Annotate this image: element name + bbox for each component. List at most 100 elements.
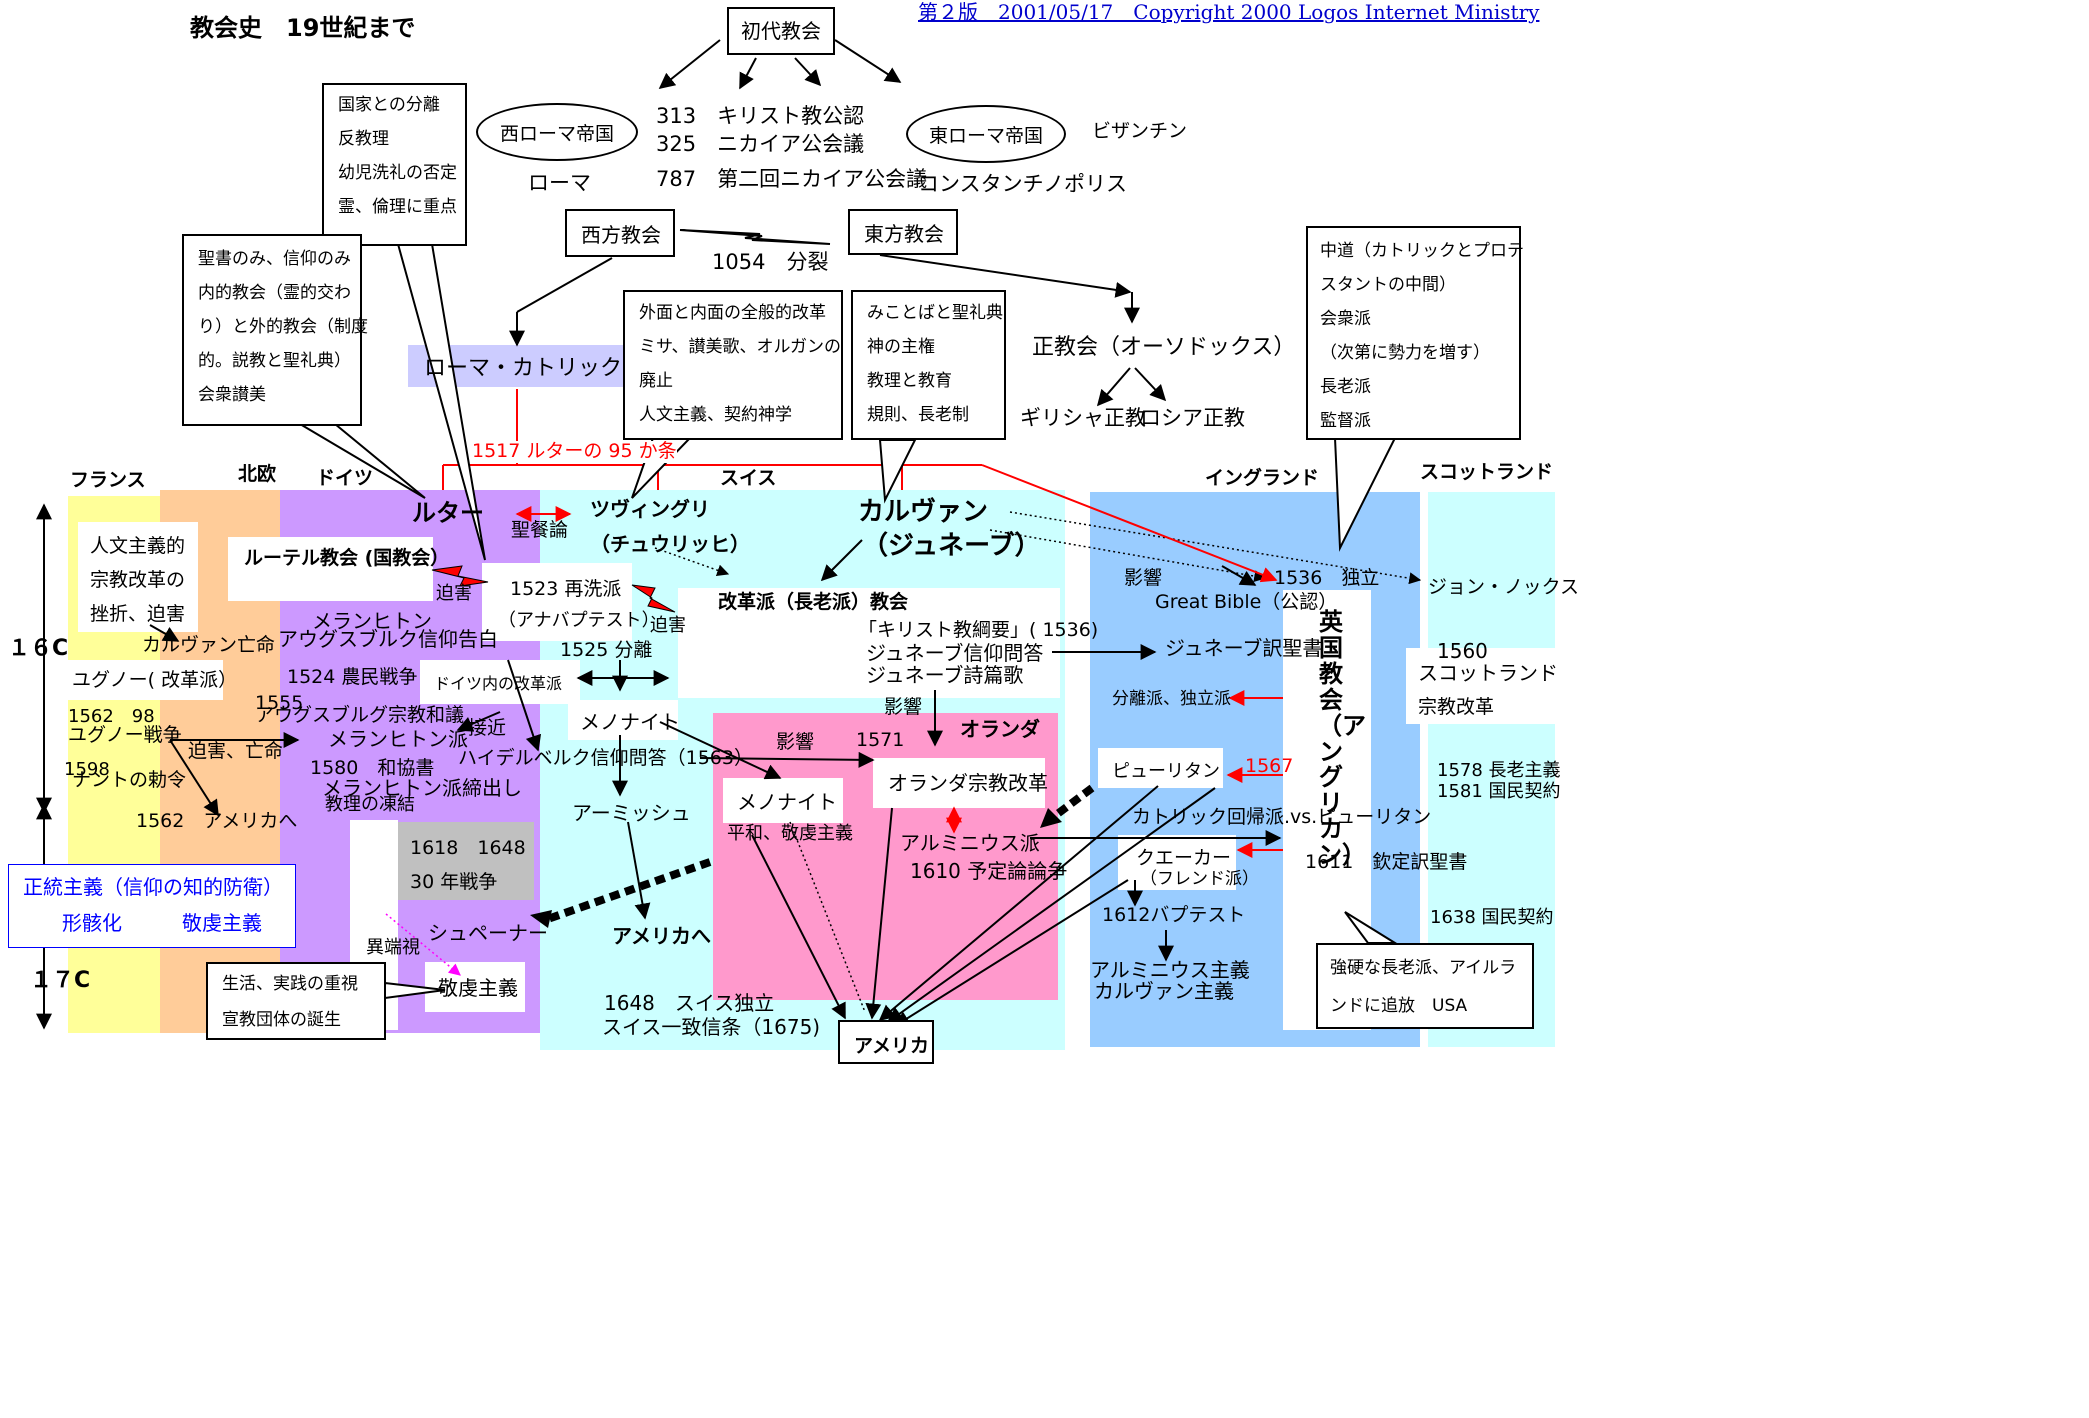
orthodox-label: 正教会（オーソドックス） [1032, 335, 1296, 360]
white-panel-puritan [1098, 748, 1223, 788]
white-panel-scotland [1406, 648, 1556, 724]
peace-piety-label: 平和、敬虔主義 [727, 823, 853, 844]
america-box: アメリカ [838, 1020, 934, 1064]
pietism-note: 宣教団体の誕生 [222, 1010, 341, 1030]
west-rome-label: 西ローマ帝国 [499, 122, 614, 145]
region-netherlands: オランダ [960, 717, 1040, 741]
east-rome-label: 東ローマ帝国 [928, 124, 1043, 147]
geneva-label: （ジュネーブ） [862, 531, 1041, 561]
reformed-church-label: 改革派（長老派）教会 [718, 591, 909, 613]
anglican-notes-callout: 中道（カトリックとプロテ スタントの中間） 会衆派 （次第に勢力を増す） 長老派… [1306, 226, 1524, 440]
pietism-notes-callout: 生活、実践の重視 宣教団体の誕生 [206, 962, 386, 1040]
anabaptist-label-1: 1523 再洗派 [510, 578, 622, 600]
anabaptist-notes-callout: 国家との分離 反教理 幼児洗礼の否定 霊、倫理に重点 [322, 83, 467, 246]
calvin-exile-label: カルヴァン亡命 [142, 634, 276, 656]
puritan-label: ピューリタン [1112, 761, 1220, 782]
version-link[interactable]: 第２版 2001/05/17 Copyright 2000 Logos Inte… [918, 0, 1540, 24]
white-panel-mennonite-nl [723, 778, 843, 823]
event-325: 325 ニカイア公会議 [656, 132, 865, 156]
quaker-label-2: （フレンド派） [1140, 869, 1259, 889]
arminian-label: アルミニウス派 [900, 831, 1040, 855]
white-panel-huguenot [68, 660, 223, 700]
heidelberg-label: ハイデルベルク信仰問答（1563） [458, 747, 753, 769]
influence-label-1571: 影響 [776, 731, 815, 753]
calvinism-label: カルヴァン主義 [1094, 979, 1234, 1003]
spener-label: シュペーナー [428, 921, 548, 945]
huguenot-war-label-1: 1562 98 [68, 706, 155, 727]
white-panel-german-reformed [420, 660, 580, 704]
humanism-label-1: 人文主義的 [90, 535, 186, 557]
scotland-reform-label-2: 宗教改革 [1418, 696, 1495, 718]
zwingli-note: 外面と内面の全般的改革 [639, 303, 826, 323]
luther-note: り）と外的教会（制度 [198, 317, 368, 337]
west-rome-ellipse: 西ローマ帝国 [476, 103, 638, 161]
melanchthon-label: メランヒトン [312, 609, 432, 633]
anabaptist-note: 反教理 [338, 129, 389, 149]
thirty-years-war-label-1: 1618 1648 [410, 837, 526, 859]
swiss-independence-label: 1648 スイス独立 [604, 991, 775, 1015]
thirty-years-war-box [398, 822, 534, 900]
quaker-label-1: クエーカー [1136, 847, 1232, 869]
concord-label-2: メランヒトン派締出し [322, 776, 522, 800]
year-1571-label: 1571 [856, 729, 905, 751]
concord-label-1: 1580 和協書 [310, 757, 435, 779]
to-america-1562-label: 1562 アメリカへ [136, 810, 298, 832]
john-knox-label: ジョン・ノックス [1428, 576, 1580, 598]
lutheran-church-label: ルーテル教会 (国教会） [244, 547, 450, 569]
luther-note: 会衆讃美 [198, 385, 266, 405]
concord-label-3: 教理の凍結 [325, 794, 415, 815]
to-america-label: アメリカへ [612, 924, 711, 948]
byzantine-label: ビザンチン [1092, 120, 1188, 142]
west-church-label: 西方教会 [581, 223, 661, 247]
schism-label: 1054 分裂 [712, 250, 829, 274]
dutch-reform-label: オランダ宗教改革 [888, 771, 1048, 795]
augsburg-confession-label: アウグスブルク信仰告白 [278, 627, 498, 651]
calvin-note: 教理と教育 [867, 371, 952, 391]
zwingli-note: ミサ、讃美歌、オルガンの [639, 337, 841, 357]
huguenot-label: ユグノー( 改革派） [72, 669, 238, 691]
early-church-box: 初代教会 [727, 7, 835, 55]
baptist-label: 1612バプテスト [1102, 904, 1246, 926]
mennonite-nl-label: メノナイト [737, 790, 837, 814]
east-rome-ellipse: 東ローマ帝国 [906, 105, 1066, 163]
white-panel-dutch-reform [873, 758, 1045, 808]
anglican-note: スタントの中間） [1320, 275, 1456, 295]
augsburg-peace-label: アウグスブルグ宗教和議 [255, 704, 465, 726]
east-church-label: 東方教会 [864, 222, 944, 246]
catholic-label: ローマ・カトリック [424, 356, 623, 381]
zwingli-city: （チュウリッヒ） [590, 532, 750, 556]
year-1567-label: 1567 [1245, 755, 1294, 777]
swiss-confession-label: スイス一致信条（1675) [602, 1015, 821, 1039]
humanism-label-2: 宗教改革の [90, 569, 186, 591]
mennonite-label: メノナイト [580, 710, 680, 734]
persecution-label-1: 迫害 [436, 583, 472, 604]
scotland-note: ンドに追放 USA [1330, 996, 1468, 1016]
approach-label: 接近 [468, 717, 507, 739]
rome-label: ローマ [528, 171, 591, 195]
event-787: 787 第二回ニカイア公会議 [656, 167, 928, 191]
early-church-label: 初代教会 [741, 19, 821, 43]
lords-supper-label: 聖餐論 [511, 519, 569, 541]
scotland-notes-callout: 強硬な長老派、アイルラ ンドに追放 USA [1316, 943, 1534, 1029]
humanism-label-3: 挫折、迫害 [90, 603, 186, 625]
influence-label-en: 影響 [1124, 567, 1163, 589]
pietism-label: 敬虔主義 [438, 976, 518, 1000]
anglican-note: （次第に勢力を増す） [1320, 343, 1490, 363]
scotland-1560-label: 1560 [1437, 639, 1488, 663]
huguenot-war-label-2: ユグノー戦争 [68, 724, 182, 746]
white-panel-pietism [425, 962, 525, 1012]
persecution-label-2: 迫害 [650, 615, 686, 636]
century-17: １７C [30, 968, 91, 993]
split-1525-label: 1525 分離 [560, 639, 653, 661]
greek-orthodox-label: ギリシャ正教 [1020, 406, 1146, 430]
zwingli-notes-callout: 外面と内面の全般的改革 ミサ、讃美歌、オルガンの 廃止 人文主義、契約神学 [623, 290, 843, 440]
calvin-note: 規則、長老制 [867, 405, 969, 425]
calvin-notes-callout: みことばと聖礼典 神の主権 教理と教育 規則、長老制 [851, 290, 1006, 440]
luther-label: ルター [412, 499, 484, 527]
event-313: 313 キリスト教公認 [656, 104, 865, 128]
anglican-note: 監督派 [1320, 411, 1371, 431]
region-france: フランス [70, 469, 146, 491]
calvin-label: カルヴァン [858, 497, 989, 527]
luther-note: 的。説教と聖礼典） [198, 351, 351, 371]
luther-notes-callout: 聖書のみ、信仰のみ 内的教会（霊的交わ り）と外的教会（制度 的。説教と聖礼典）… [182, 234, 368, 426]
